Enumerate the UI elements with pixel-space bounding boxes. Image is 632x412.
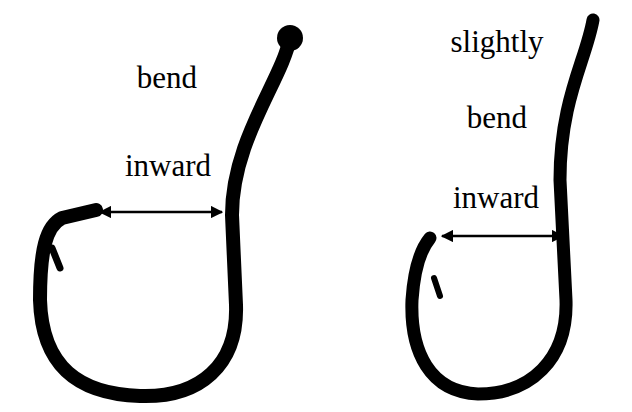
hook-stroke bbox=[40, 25, 303, 396]
hook-stroke bbox=[412, 20, 593, 394]
annotation-text: bend bbox=[467, 102, 527, 133]
annotation-text: bend bbox=[137, 62, 197, 93]
annotation-text: slightly bbox=[450, 26, 543, 57]
annotation-text: inward bbox=[125, 150, 211, 181]
annotation-text: inward bbox=[453, 182, 539, 213]
width-arrow bbox=[100, 211, 222, 214]
width-arrow bbox=[442, 235, 563, 238]
